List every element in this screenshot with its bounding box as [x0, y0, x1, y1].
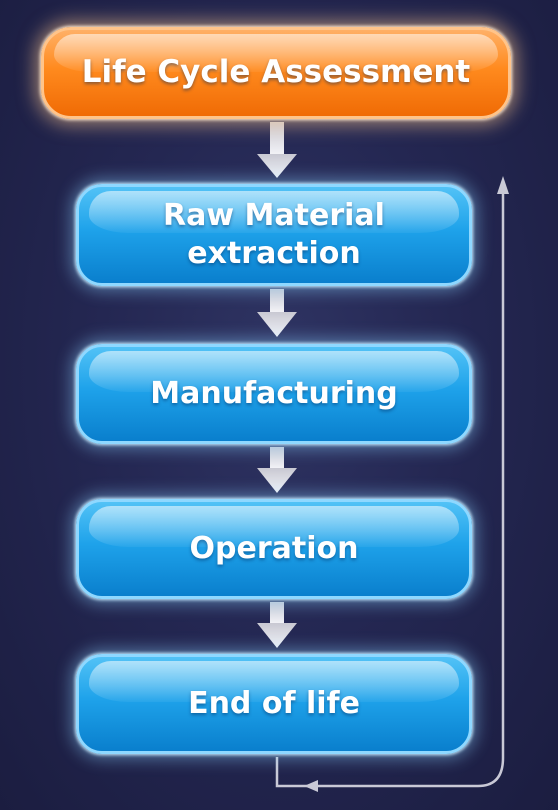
- feedback-loop-arrow: [275, 176, 509, 792]
- step-label: End of life: [188, 685, 360, 721]
- down-arrow-1: [257, 122, 297, 178]
- title-box: Life Cycle Assessment: [41, 27, 511, 119]
- step-raw-material-extraction: Raw Material extraction: [76, 184, 472, 286]
- title-label: Life Cycle Assessment: [81, 54, 471, 91]
- step-label: Raw Material extraction: [163, 197, 385, 271]
- step-end-of-life: End of life: [76, 654, 472, 754]
- step-operation: Operation: [76, 499, 472, 599]
- down-arrow-2: [257, 289, 297, 337]
- down-arrow-4: [257, 602, 297, 648]
- down-arrow-3: [257, 447, 297, 493]
- step-manufacturing: Manufacturing: [76, 344, 472, 444]
- step-label: Operation: [189, 530, 359, 566]
- step-label: Manufacturing: [150, 375, 398, 411]
